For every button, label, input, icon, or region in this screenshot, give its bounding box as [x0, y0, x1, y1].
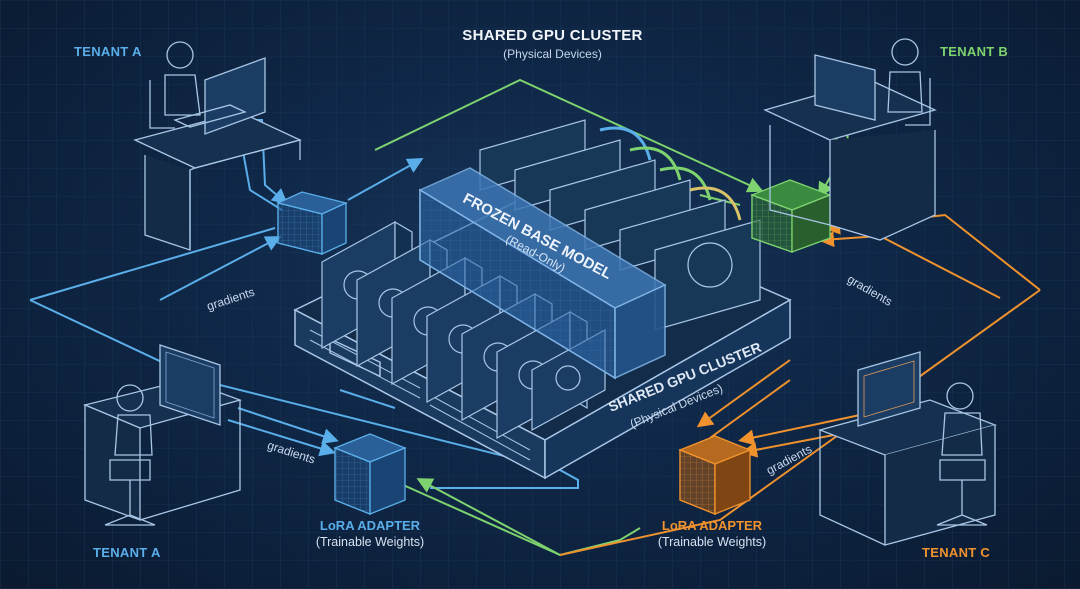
lora-adapter-left-subtitle: (Trainable Weights) [315, 535, 425, 549]
lora-cube-tenant-a-top [276, 191, 348, 256]
tenant-label-top-left: TENANT A [74, 44, 142, 59]
tenant-a-flow-lines [29, 119, 579, 489]
tenant-label-top-right: TENANT B [940, 44, 1009, 59]
workstation-tenant-c [817, 351, 998, 546]
page-title: SHARED GPU CLUSTER [462, 27, 643, 44]
lora-cube-tenant-b [750, 179, 832, 253]
workstation-tenant-a-bottom [82, 344, 243, 526]
lora-cube-tenant-a [333, 433, 407, 515]
lora-adapter-right-title: LoRA ADAPTER [661, 518, 763, 533]
workstation-tenant-a-top [133, 41, 302, 251]
tenant-label-bottom-right: TENANT C [922, 545, 991, 560]
lora-adapter-right-subtitle: (Trainable Weights) [657, 535, 767, 549]
lora-cube-tenant-c [678, 435, 752, 515]
tenant-c-flow-lines [559, 213, 1041, 556]
nvlink-bridges [599, 126, 742, 221]
frozen-base-model-block [418, 167, 667, 380]
workstation-tenant-b [763, 38, 937, 241]
tenant-label-bottom-left: TENANT A [93, 545, 161, 560]
page-subtitle: (Physical Devices) [503, 47, 602, 61]
lora-adapter-left-title: LoRA ADAPTER [319, 518, 421, 533]
